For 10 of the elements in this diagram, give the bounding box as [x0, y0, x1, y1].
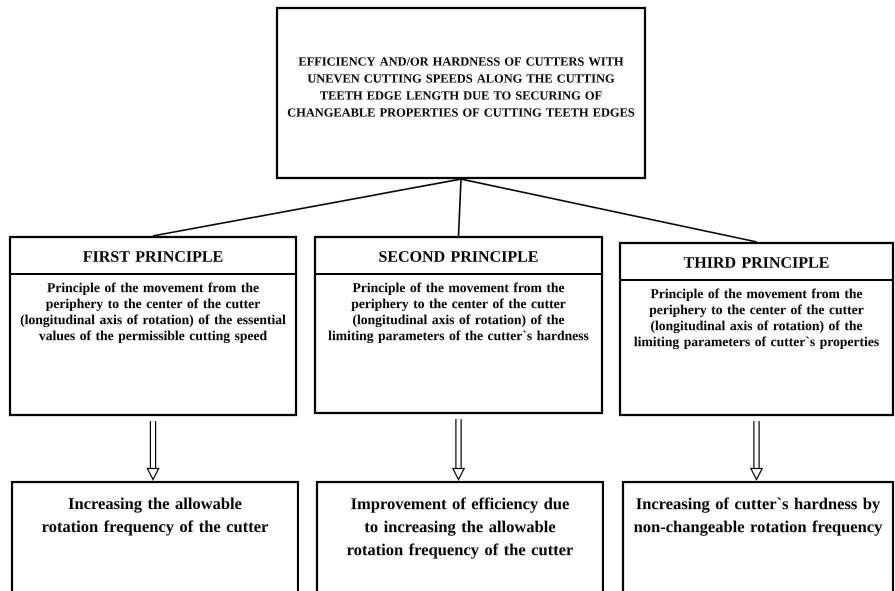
principle-box: SECOND PRINCIPLE Principle of the movement from the periphery to the center of the cutter (longitudinal axis of rotation) of the limiting parameters of the cutter`s hardness [314, 236, 604, 414]
principle-box: FIRST PRINCIPLE Principle of the movement from the periphery to the center of the cutter (longitudinal axis of rotation) of the essential values of the permissible cutting speed [8, 236, 298, 416]
connector-line [460, 178, 757, 243]
result-box: Improvement of efficiency due to increasing the allowable rotation frequency of the cutter [316, 480, 604, 591]
title-box: EFFICIENCY AND/OR HARDNESS OF CUTTERS WITH UNEVEN CUTTING SPEEDS ALONG THE CUTTING TEETH EDGE LENGTH DUE TO SECURING OF CHANGEABLE PROPERTIES OF CUTTING TEETH EDGES [276, 6, 646, 180]
principle-box: THIRD PRINCIPLE Principle of the movement from the periphery to the center of the cutter (longitudinal axis of rotation) of the limiting parameters of cutter`s properties [618, 242, 894, 416]
result-box: Increasing the allowable rotation frequency of the cutter [10, 480, 300, 591]
result-box: Increasing of cutter`s hardness by non-changeable rotation frequency [622, 480, 894, 591]
connector-line [458, 179, 462, 236]
connector-line [152, 178, 462, 237]
